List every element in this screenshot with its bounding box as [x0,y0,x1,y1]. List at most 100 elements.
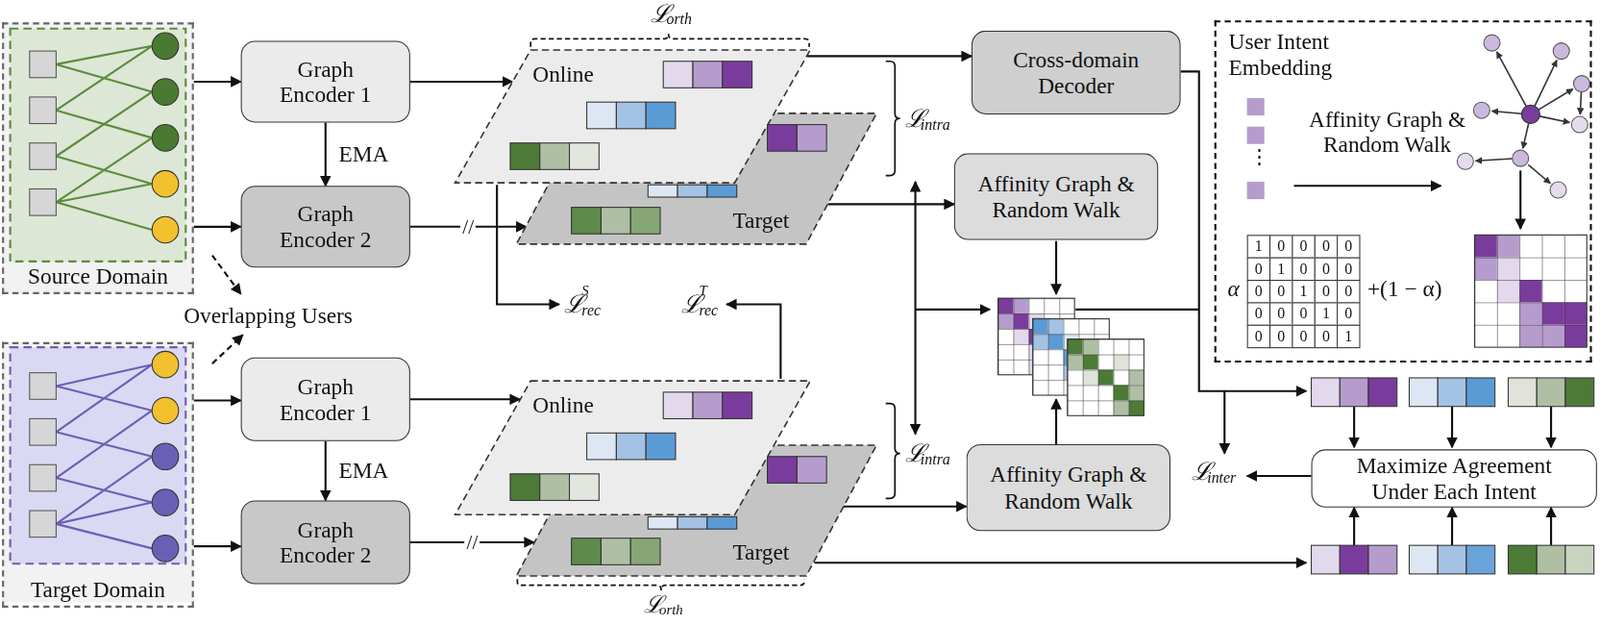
embedding-bars [647,184,678,197]
node-title: Graph Encoder 1 [266,55,385,108]
loss-subscript: rec [698,302,718,319]
affinity-matrix [1067,339,1145,417]
matrix-cell: 0 [1314,257,1338,281]
node-title: Graph Encoder 2 [266,516,385,568]
matrix-cell: 0 [1291,234,1315,258]
edge-label: EMA [336,458,391,484]
embedding-bars [767,456,798,484]
source-graph [1,22,195,295]
encoder-box: Graph Encoder 2 [241,185,411,268]
embedding-bars [692,392,723,419]
intent-graph [1476,51,1582,184]
matrix-cell: 0 [1291,257,1315,281]
intent-graph [1571,116,1588,133]
matrix-cell: 0 [1269,234,1293,258]
target-graph [29,510,57,538]
connector-arrow [194,80,242,83]
intent-graph [1538,89,1574,111]
matrix-cell: 0 [1336,279,1360,303]
embedding-plane: Online [454,379,813,516]
node-title: Graph Encoder 1 [266,372,385,425]
node-title: Source Domain [27,263,169,290]
matrix-cell: 1 [1336,324,1360,348]
connector-arrow [324,441,327,501]
embedding-bars [796,124,827,152]
loss-superscript: T [698,283,707,298]
loss-subscript: intra [920,452,951,468]
embedding-bars [569,473,600,501]
matrix-cell: 1 [1291,279,1315,303]
agreement-box: Maximize Agreement Under Each Intent [1311,448,1598,508]
matrix-cell: 0 [1247,279,1271,303]
loss-arrow [813,561,1306,564]
plane-outline [516,113,877,245]
target-graph [29,418,57,445]
intent-graph [1483,34,1501,51]
matrix-cell: 0 [1336,257,1360,281]
edge-label: EMA [336,142,391,168]
loss-arrow [1181,71,1307,391]
connector-arrow [807,54,972,57]
intent-graph [1523,123,1529,148]
loss-subscript: orth [665,12,692,28]
intent-graph [1527,164,1551,183]
matrix-cell: 1 [1269,257,1293,281]
source-graph [10,28,187,262]
embedding-bars [663,392,693,419]
target-graph [29,372,57,400]
target-graph [151,350,179,378]
embedding-bars [630,207,661,235]
matrix-cell: 0 [1247,301,1271,325]
intent-graph [1293,184,1441,187]
embedding-bars [677,516,708,529]
target-graph [151,535,179,563]
intent-graph [1491,111,1522,115]
loss-arrow [1055,241,1058,295]
source-graph [151,78,179,106]
intent-graph [1512,149,1529,167]
matrix-cell: 0 [1336,234,1360,258]
intent-bars [1437,377,1467,407]
source-graph [151,124,179,152]
node-title: Target Domain [30,576,166,603]
ellipsis-mark: ⋮ [1249,146,1270,167]
intent-graph [1534,60,1557,107]
plane-outline [516,444,877,576]
embedding-bars [692,61,723,89]
decoder-box: Cross-domain Decoder [971,30,1182,115]
matrix-cell: 1 [1314,301,1338,325]
loss-brace [886,403,901,499]
source-graph [151,216,179,244]
loss-symbol: ℒ [564,292,585,317]
intent-bars [1565,544,1595,574]
intent-graph [1473,101,1490,119]
node-title: Target [732,539,825,566]
intent-bars [1507,544,1537,574]
source-graph [29,143,57,171]
domain-panel: Source Domain [1,22,195,295]
intent-graph [1539,116,1570,124]
affinity-box: Affinity Graph & Random Walk [954,152,1158,240]
embedding-bars [707,184,738,197]
plane-outline [454,49,813,184]
embedding-bars [615,101,646,129]
edge-label: // [464,530,480,553]
loss-arrow [1075,308,1199,311]
loss-brace [886,61,901,176]
source-graph [29,188,57,216]
target-graph [151,443,179,470]
loss-brace [516,578,804,591]
matrix-cell: 0 [1247,324,1271,348]
intent-graph [1579,92,1581,115]
source-graph [55,46,152,230]
intent-bars [1339,377,1369,407]
node-title: Target [732,207,825,234]
loss-arrow [726,304,781,380]
matrix-cell: 0 [1269,301,1293,325]
intent-bars [1311,377,1341,407]
connector-arrow [828,202,955,205]
intent-graph [1247,181,1265,199]
intent-bars [1565,377,1595,407]
intent-graph [1573,75,1590,93]
